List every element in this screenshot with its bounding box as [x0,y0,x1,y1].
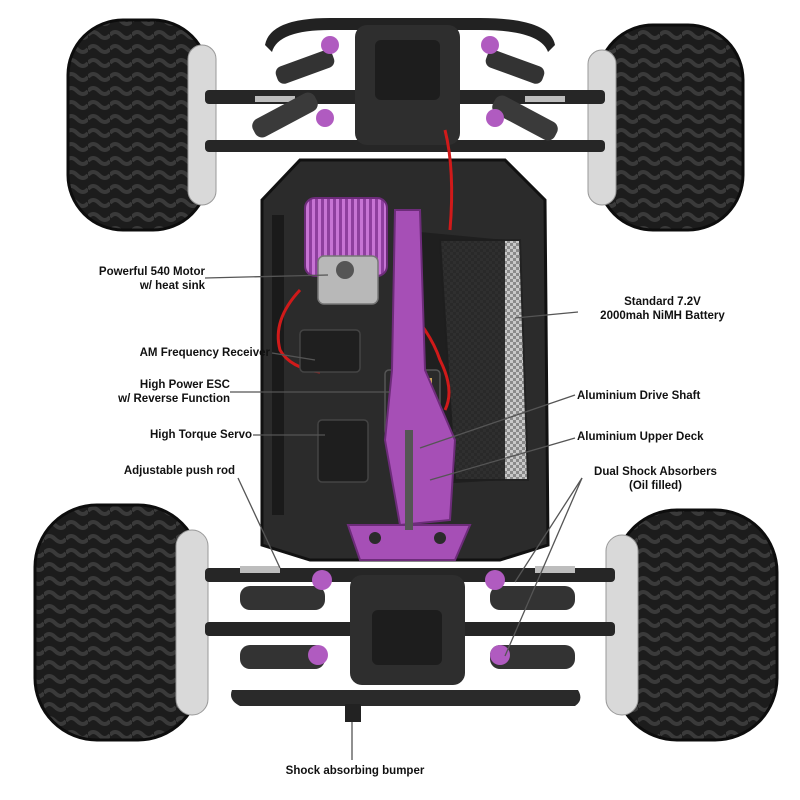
label-battery-line1: Standard 7.2V [624,296,701,308]
motor-can [317,255,379,305]
front-shocks [252,50,558,141]
label-receiver: AM Frequency Receiver [60,346,270,360]
label-motor: Powerful 540 Motor w/ heat sink [60,265,205,293]
label-drive-shaft: Aluminium Drive Shaft [577,389,747,403]
rear-purple-caps [308,570,510,665]
rear-bumper [231,690,581,722]
label-esc: High Power ESC w/ Reverse Function [60,378,230,406]
label-battery-line2: 2000mah NiMH Battery [600,310,725,322]
servo-unit [317,419,369,483]
label-motor-line1: Powerful 540 Motor [98,266,205,278]
label-bumper-line1: Shock absorbing bumper [285,765,425,777]
label-push-rod: Adjustable push rod [60,464,235,478]
label-drive-shaft-line1: Aluminium Drive Shaft [577,390,701,402]
tire-front-left [66,18,217,232]
receiver-box [299,329,361,373]
front-gearbox [355,25,460,145]
label-upper-deck: Aluminium Upper Deck [577,430,747,444]
label-servo-line1: High Torque Servo [149,429,252,441]
label-motor-line2: w/ heat sink [139,280,205,292]
front-purple-caps [316,36,504,127]
rear-gearbox [350,575,465,685]
rear-shocks [240,586,575,669]
tire-rear-right [605,508,779,742]
label-shocks: Dual Shock Absorbers (Oil filled) [568,465,743,493]
label-shocks-line2: (Oil filled) [628,480,683,492]
label-upper-deck-line1: Aluminium Upper Deck [577,431,704,443]
label-push-rod-line1: Adjustable push rod [123,465,235,477]
leader-lines [204,274,583,760]
label-battery: Standard 7.2V 2000mah NiMH Battery [575,295,750,323]
label-servo: High Torque Servo [60,428,252,442]
drive-shaft [405,430,413,530]
label-receiver-line1: AM Frequency Receiver [139,347,270,359]
tire-rear-left [33,503,209,742]
label-shocks-line1: Dual Shock Absorbers [594,466,717,478]
label-esc-line2: w/ Reverse Function [118,393,230,405]
tire-front-right [587,23,745,232]
front-bumper [265,18,555,52]
label-esc-line1: High Power ESC [139,379,230,391]
upper-deck [346,209,472,561]
label-bumper: Shock absorbing bumper [280,764,430,778]
